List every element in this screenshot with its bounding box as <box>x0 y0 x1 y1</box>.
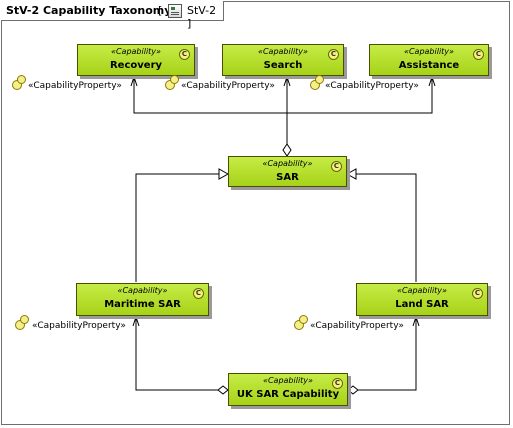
capability-icon: C <box>332 378 343 389</box>
capability-property-label[interactable]: «CapabilityProperty» <box>181 81 275 91</box>
diagram-ref[interactable]: StV-2 ] <box>187 4 217 30</box>
capability-icon: C <box>473 49 484 60</box>
node-stereotype: «Capability» <box>258 47 308 56</box>
composition-connector[interactable] <box>287 75 436 114</box>
capability-sar[interactable]: «Capability» SAR C <box>228 156 347 187</box>
capability-property-icon <box>170 75 179 84</box>
node-stereotype: «Capability» <box>117 286 168 295</box>
capability-property-label[interactable]: «CapabilityProperty» <box>310 321 404 331</box>
capability-property-label[interactable]: «CapabilityProperty» <box>28 81 122 91</box>
capability-recovery[interactable]: «Capability» Recovery C <box>77 44 195 76</box>
diagram-icon <box>168 4 182 18</box>
capability-icon: C <box>193 288 204 299</box>
capability-icon: C <box>472 288 483 299</box>
node-stereotype: «Capability» <box>111 47 161 56</box>
node-name: UK SAR Capability <box>236 389 340 400</box>
node-name: Maritime SAR <box>104 299 181 310</box>
generalization-connector[interactable] <box>345 168 417 282</box>
capability-maritime-sar[interactable]: «Capability» Maritime SAR C <box>76 283 209 316</box>
composition-connector[interactable] <box>132 315 229 395</box>
capability-property-icon <box>299 315 308 324</box>
node-stereotype: «Capability» <box>263 376 313 385</box>
capability-property-icon <box>20 315 29 324</box>
node-name: Assistance <box>398 60 460 71</box>
capability-property-icon <box>315 75 324 84</box>
composition-diamond <box>282 143 292 157</box>
capability-icon: C <box>179 49 190 60</box>
capability-icon: C <box>328 49 339 60</box>
capability-search[interactable]: «Capability» Search C <box>222 44 344 76</box>
composition-connector[interactable] <box>347 315 420 395</box>
bracket-open: [ <box>158 4 163 17</box>
capability-land-sar[interactable]: «Capability» Land SAR C <box>356 283 488 316</box>
node-name: Search <box>263 60 303 71</box>
composition-connector[interactable] <box>283 75 291 144</box>
node-stereotype: «Capability» <box>404 47 454 56</box>
frame-tab: StV-2 Capability Taxonomy [ StV-2 ] <box>1 1 224 30</box>
capability-property-icon <box>17 75 26 84</box>
capability-property-label[interactable]: «CapabilityProperty» <box>325 81 419 91</box>
node-name: Land SAR <box>395 299 449 310</box>
node-stereotype: «Capability» <box>262 159 313 168</box>
capability-assistance[interactable]: «Capability» Assistance C <box>369 44 489 76</box>
generalization-connector[interactable] <box>135 168 230 282</box>
node-name: SAR <box>276 172 299 183</box>
capability-uk-sar[interactable]: «Capability» UK SAR Capability C <box>228 373 348 406</box>
node-name: Recovery <box>109 60 163 71</box>
composition-connector[interactable] <box>130 75 287 114</box>
frame-title: StV-2 Capability Taxonomy <box>6 4 172 17</box>
node-stereotype: «Capability» <box>397 286 447 295</box>
capability-icon: C <box>331 161 342 172</box>
capability-property-label[interactable]: «CapabilityProperty» <box>32 321 126 331</box>
